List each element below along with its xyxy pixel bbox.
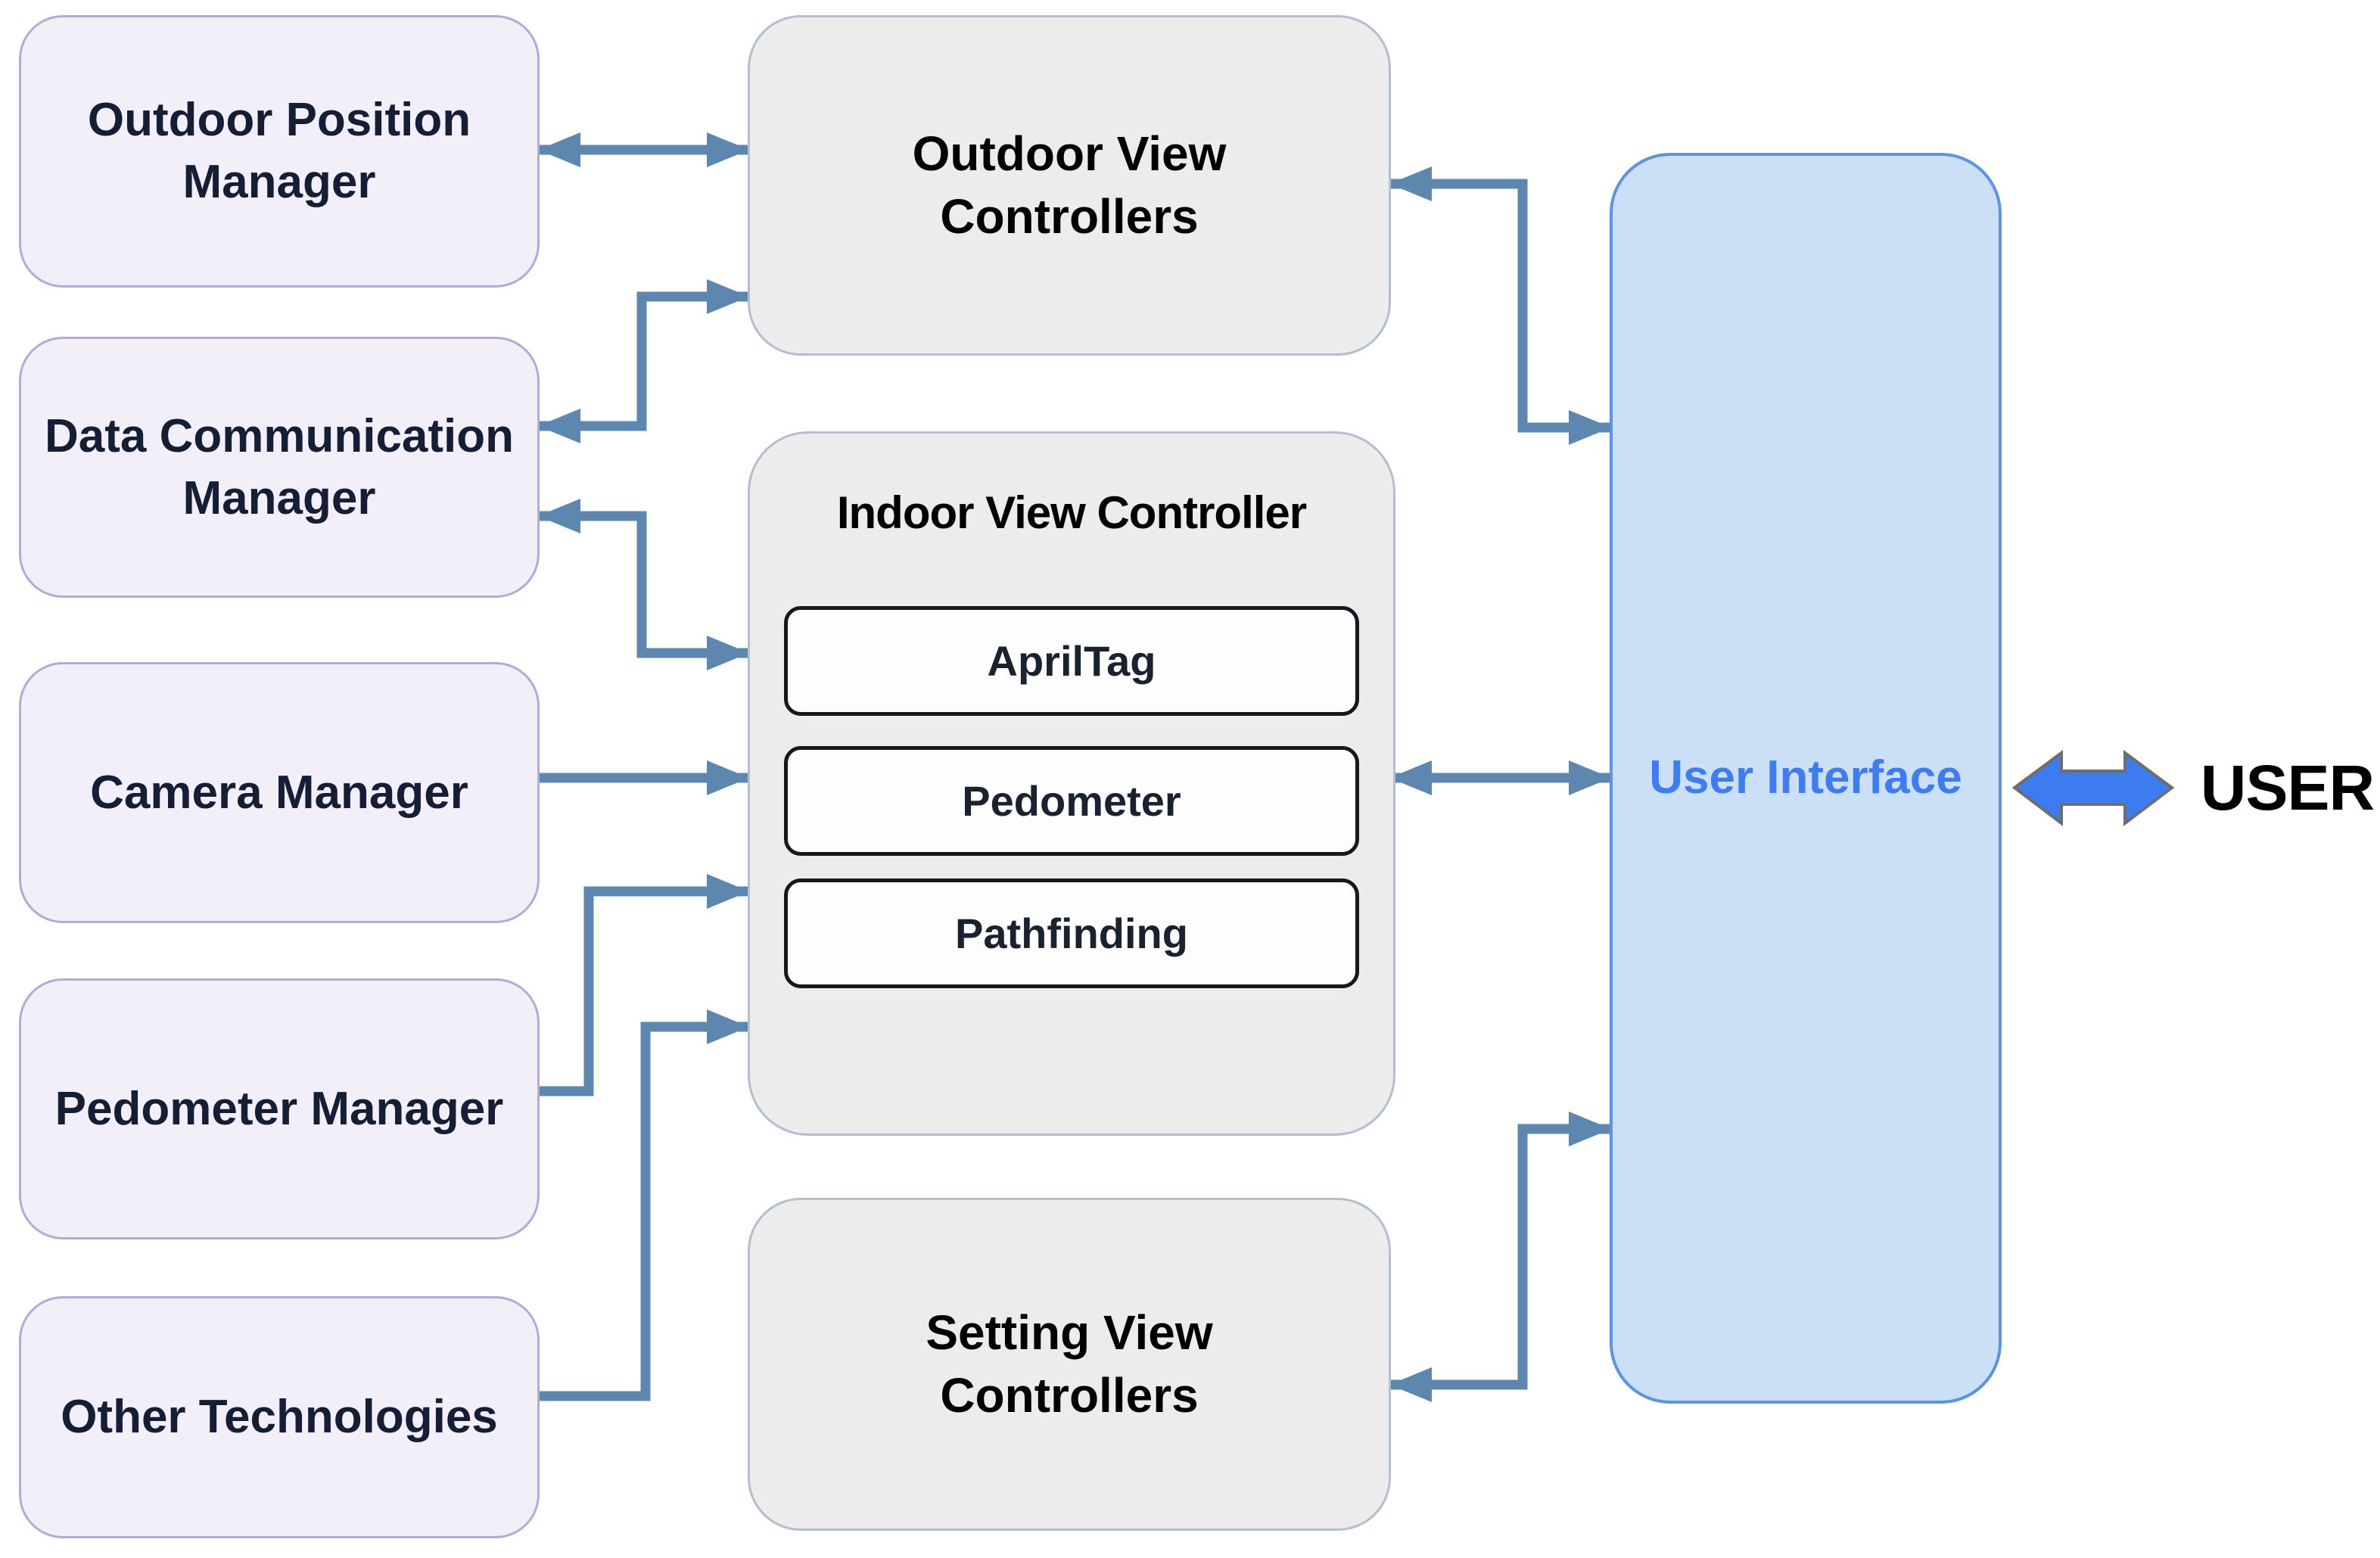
module-pathfinding: Pathfinding: [784, 879, 1359, 988]
box-label: Other Technologies: [61, 1391, 498, 1444]
box-setting-view-controllers: Setting View Controllers: [748, 1198, 1391, 1531]
box-label: Camera Manager: [90, 766, 468, 819]
box-data-communication-manager: Data Communication Manager: [19, 337, 540, 598]
box-outdoor-view-controllers: Outdoor View Controllers: [748, 15, 1391, 356]
box-label: Data Communication Manager: [44, 409, 515, 524]
user-label: USER: [2200, 752, 2375, 823]
arrow-dcm-apriltag: [538, 499, 749, 670]
module-label: Pedometer: [962, 777, 1181, 825]
module-label: Pathfinding: [955, 910, 1188, 957]
arrow-pedometermgr-pathfinding: [540, 874, 749, 1096]
box-other-technologies: Other Technologies: [19, 1296, 540, 1538]
box-pedometer-manager: Pedometer Manager: [19, 978, 540, 1239]
arrow-othertech-indoor: [540, 1009, 749, 1401]
box-camera-manager: Camera Manager: [19, 662, 540, 923]
arrow-svc-ui: [1389, 1112, 1611, 1402]
module-apriltag: AprilTag: [784, 606, 1359, 716]
user-double-arrow-icon: [2011, 750, 2175, 827]
module-label: AprilTag: [987, 637, 1156, 685]
box-label: Outdoor Position Manager: [87, 94, 471, 208]
box-indoor-view-controller: Indoor View Controller AprilTag Pedomete…: [748, 431, 1395, 1513]
box-label: Pedometer Manager: [54, 1082, 504, 1135]
indoor-view-controller-title: Indoor View Controller: [836, 487, 1307, 538]
arrow-ovc-ui: [1389, 166, 1611, 445]
box-label: Setting View Controllers: [926, 1305, 1213, 1423]
box-user-interface: User Interface: [1610, 153, 2002, 1404]
box-label: User Interface: [1649, 751, 1962, 804]
box-outdoor-position-manager: Outdoor Position Manager: [19, 15, 540, 288]
box-label: Outdoor View Controllers: [912, 126, 1227, 244]
arrow-dcm-ovc: [538, 279, 749, 443]
module-pedometer: Pedometer: [784, 746, 1359, 856]
